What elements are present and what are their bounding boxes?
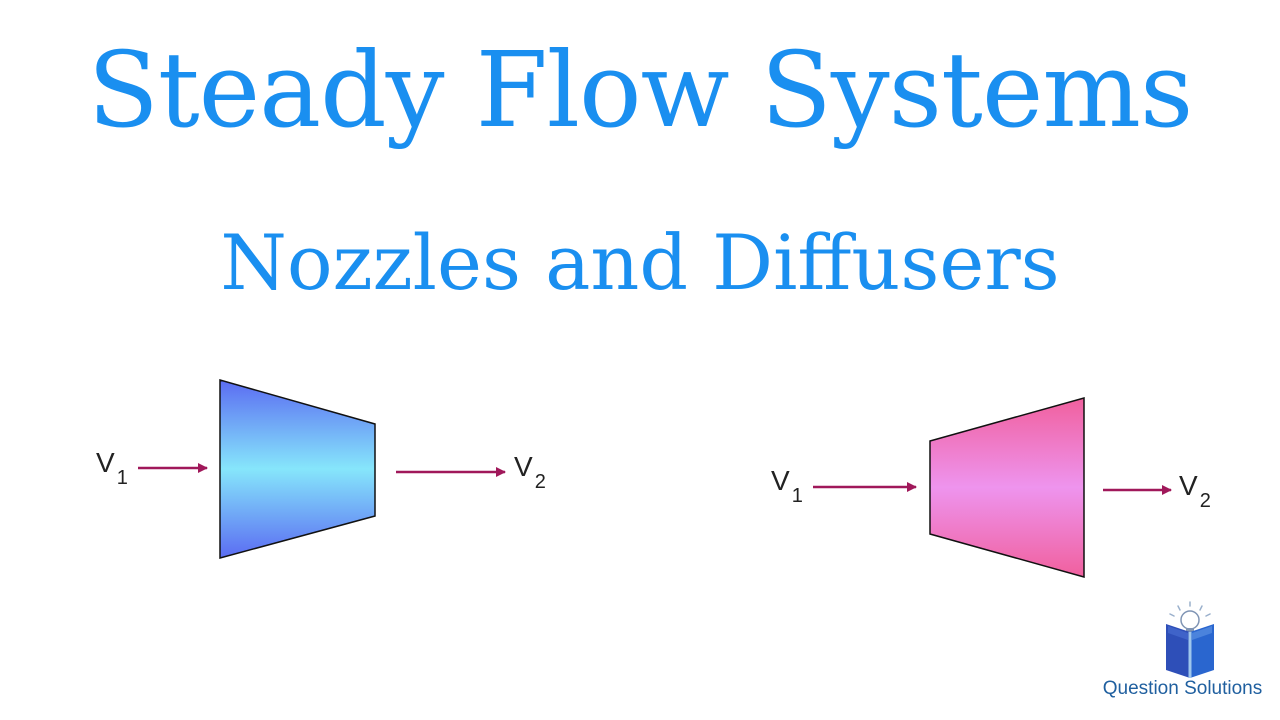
page-title: Steady Flow Systems [87, 29, 1194, 151]
page-subtitle: Nozzles and Diffusers [220, 218, 1060, 307]
nozzle-shape [219, 379, 376, 559]
diffuser-shape [929, 397, 1085, 578]
book-lightbulb-icon [1166, 601, 1214, 678]
brand-name: Question Solutions [1102, 678, 1263, 699]
